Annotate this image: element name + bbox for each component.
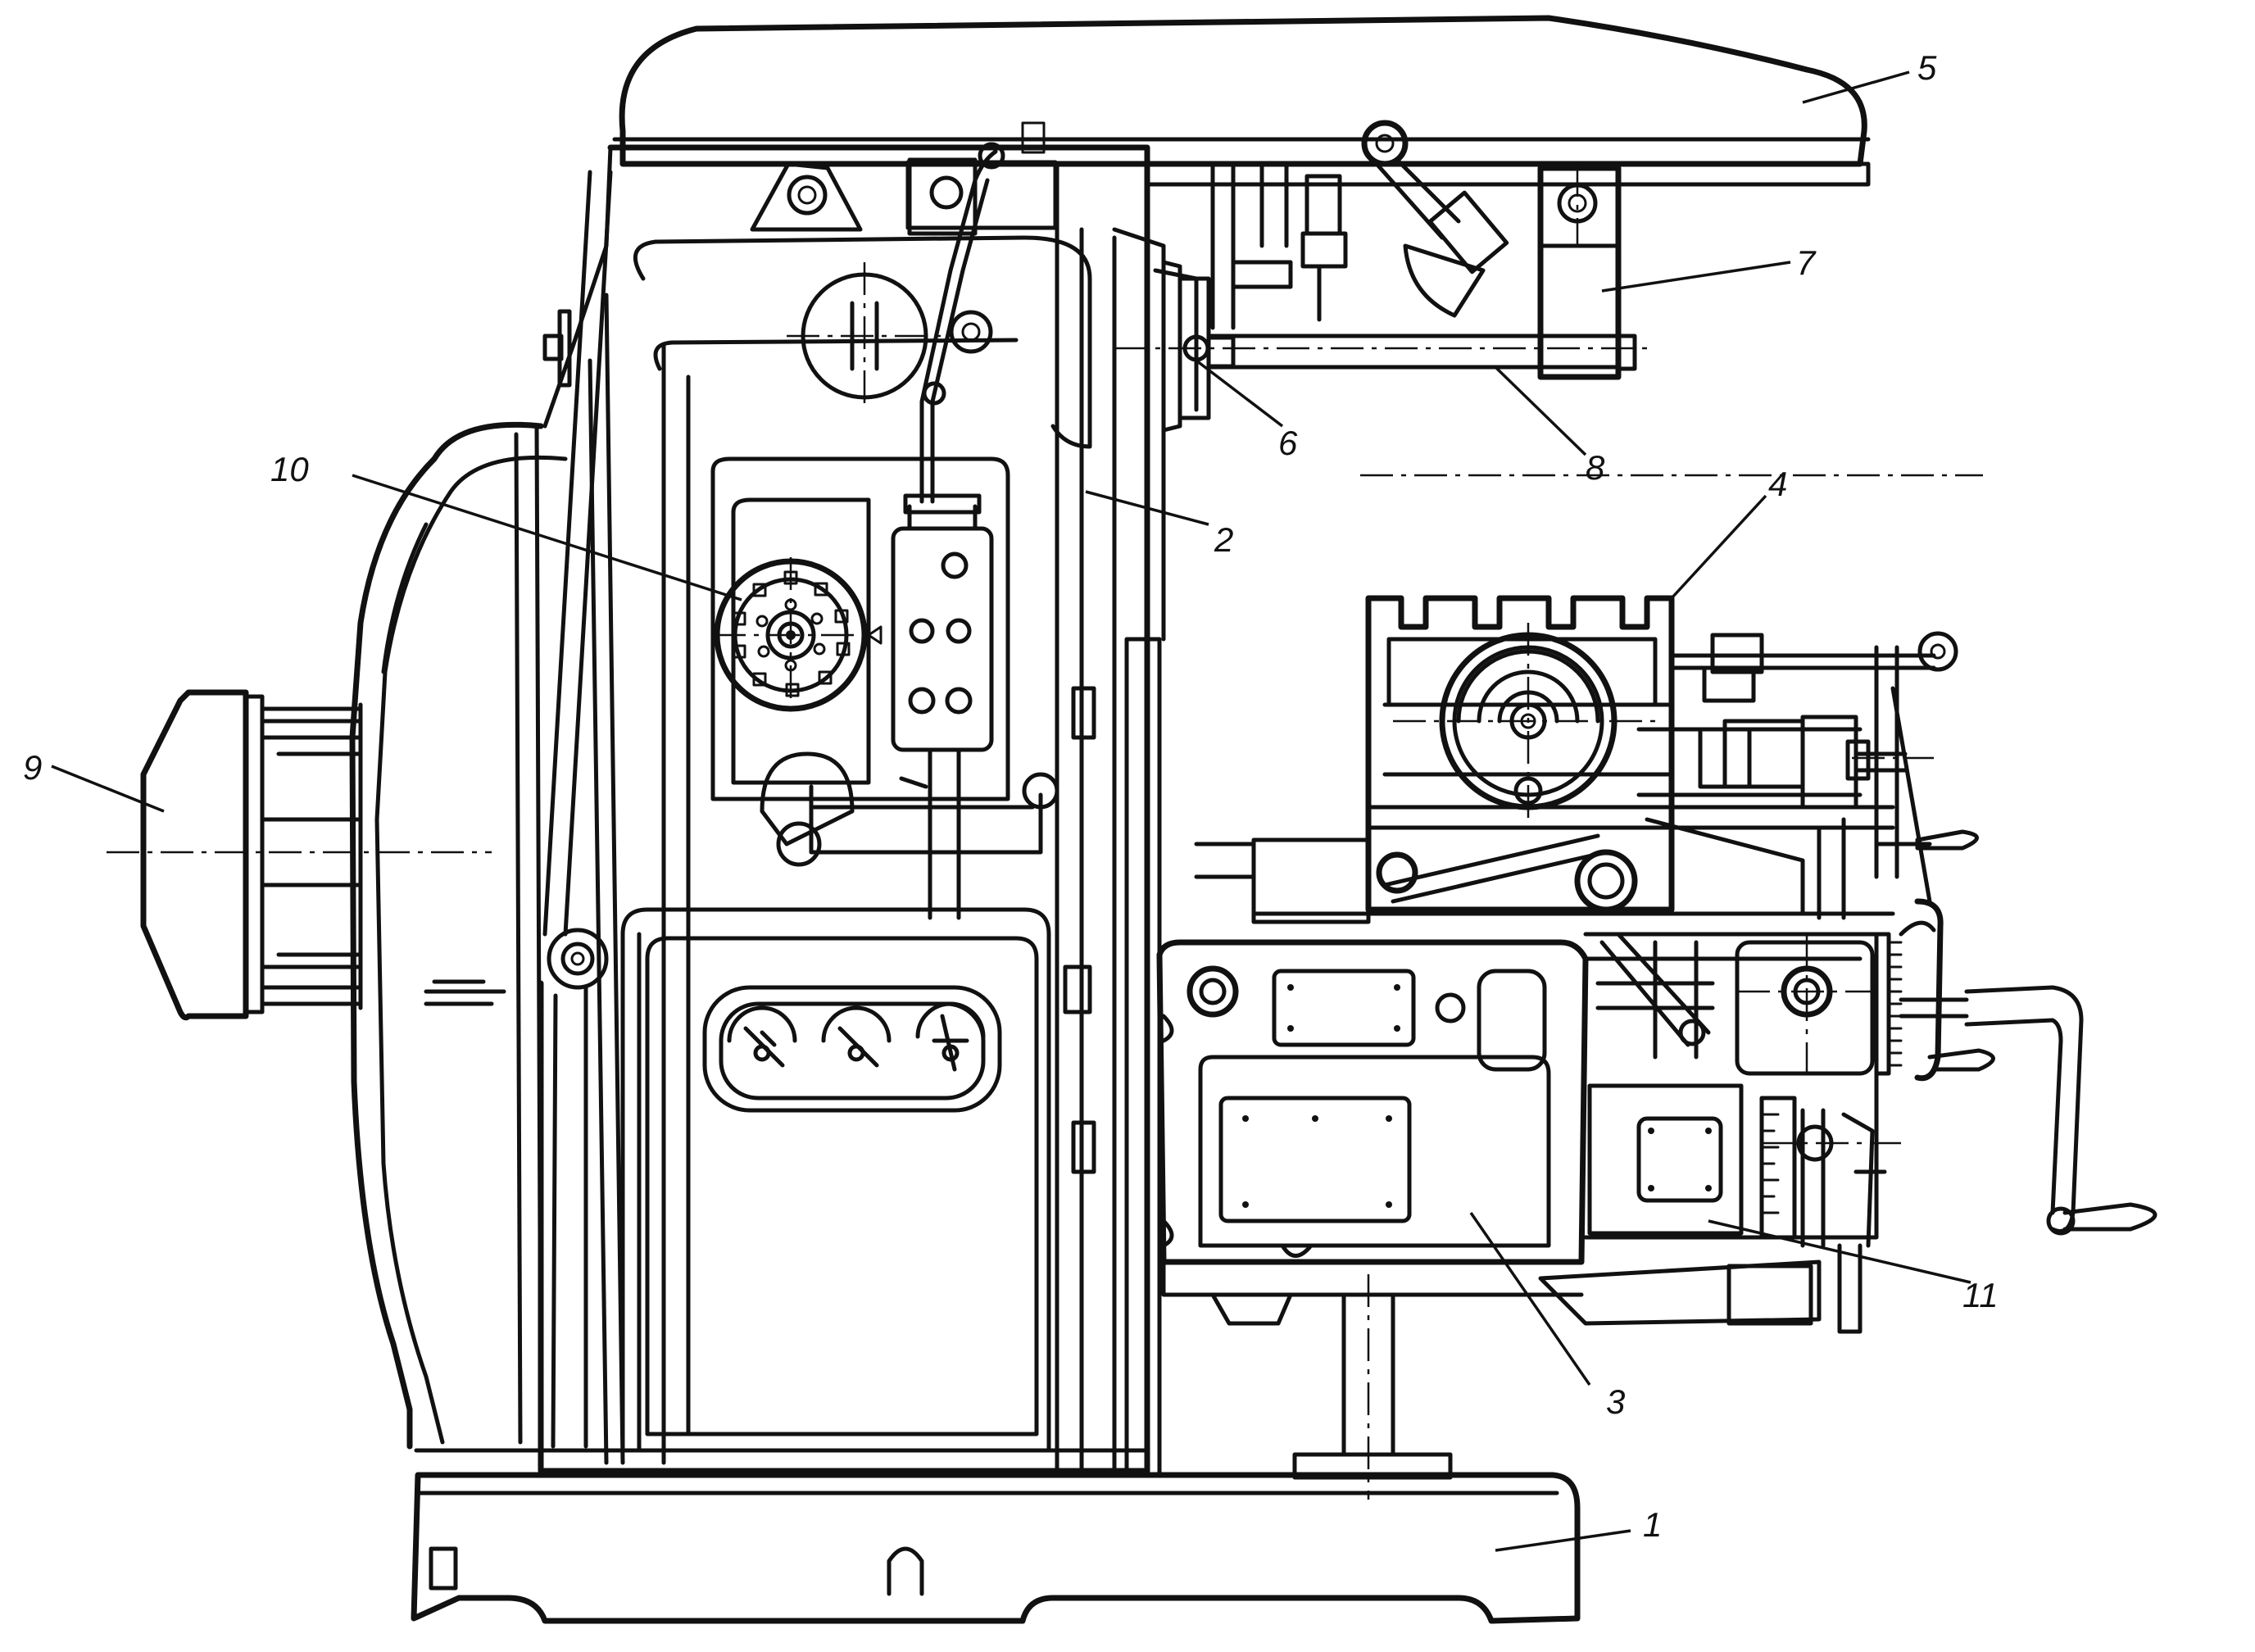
leader-2	[1085, 490, 1209, 526]
machine-base	[411, 1448, 1581, 1624]
callout-9: 9	[23, 748, 43, 787]
work-table	[1194, 595, 1979, 924]
drive-housing	[349, 170, 613, 1450]
leader-1	[1495, 1529, 1631, 1552]
callout-8: 8	[1586, 448, 1605, 487]
knee	[1156, 898, 2157, 1500]
callout-2: 2	[1214, 520, 1234, 559]
callout-4: 4	[1768, 465, 1788, 503]
leader-3	[1469, 1212, 1591, 1386]
motor-pulley	[140, 689, 363, 1021]
leader-4	[1670, 494, 1767, 600]
leader-6	[1195, 359, 1284, 428]
leader-5	[1802, 70, 1910, 104]
callout-1: 1	[1643, 1505, 1663, 1544]
feed-dial	[713, 557, 882, 713]
leader-8	[1494, 365, 1587, 456]
centerlines	[107, 262, 1983, 854]
leader-7	[1601, 261, 1791, 293]
callout-5: 5	[1917, 48, 1937, 87]
leader-10	[352, 474, 742, 601]
overarm	[612, 15, 1871, 230]
callout-11: 11	[1962, 1276, 1999, 1314]
callout-6: 6	[1278, 424, 1298, 462]
callout-3: 3	[1606, 1382, 1626, 1421]
leader-11	[1708, 1219, 1971, 1284]
leader-9	[51, 765, 165, 813]
arbor-support	[1114, 120, 1655, 433]
leader-lines	[51, 70, 1971, 1552]
callout-10: 10	[270, 450, 309, 488]
column	[538, 121, 1199, 1477]
callout-7: 7	[1796, 243, 1816, 282]
